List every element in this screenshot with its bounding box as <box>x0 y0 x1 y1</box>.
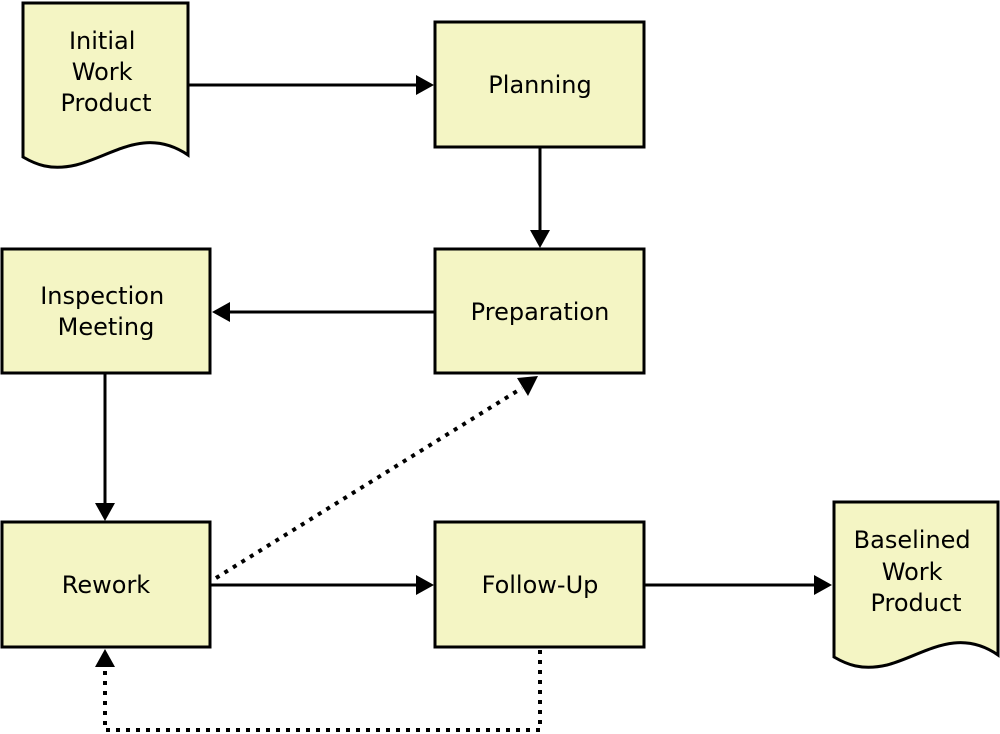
node-label-rework: Rework <box>62 571 151 599</box>
arrowhead-inspection-meeting <box>212 302 230 322</box>
node-initial-work-product: Initial Work Product <box>21 1 190 169</box>
node-inspection-meeting: Inspection Meeting <box>0 247 212 375</box>
node-label-initial-work-product: Initial Work Product <box>60 27 151 117</box>
arrowhead-rework <box>95 503 115 521</box>
node-label-follow-up: Follow-Up <box>482 571 599 599</box>
diagram-edges <box>95 75 832 732</box>
arrowhead-planning <box>416 75 434 95</box>
edge-rework-to-preparation-dotted <box>214 386 524 580</box>
arrowhead-baselined <box>814 575 832 595</box>
node-planning: Planning <box>433 20 646 149</box>
node-label-inspection-meeting: Inspection Meeting <box>40 282 172 341</box>
node-label-preparation: Preparation <box>471 298 610 326</box>
diagram-nodes: Initial Work Product Planning Inspection… <box>0 1 1000 669</box>
node-preparation: Preparation <box>433 247 646 375</box>
arrowhead-follow-up <box>416 575 434 595</box>
node-baselined-work-product: Baselined Work Product <box>832 500 1000 669</box>
node-follow-up: Follow-Up <box>433 520 646 649</box>
arrowhead-rework-dotted <box>95 649 115 667</box>
edge-follow-up-to-rework-dotted <box>103 650 542 732</box>
node-label-baselined-work-product: Baselined Work Product <box>854 526 979 617</box>
arrowhead-preparation <box>530 230 550 248</box>
node-rework: Rework <box>0 520 212 649</box>
arrowhead-preparation-dotted <box>517 376 538 396</box>
node-label-planning: Planning <box>488 71 591 99</box>
